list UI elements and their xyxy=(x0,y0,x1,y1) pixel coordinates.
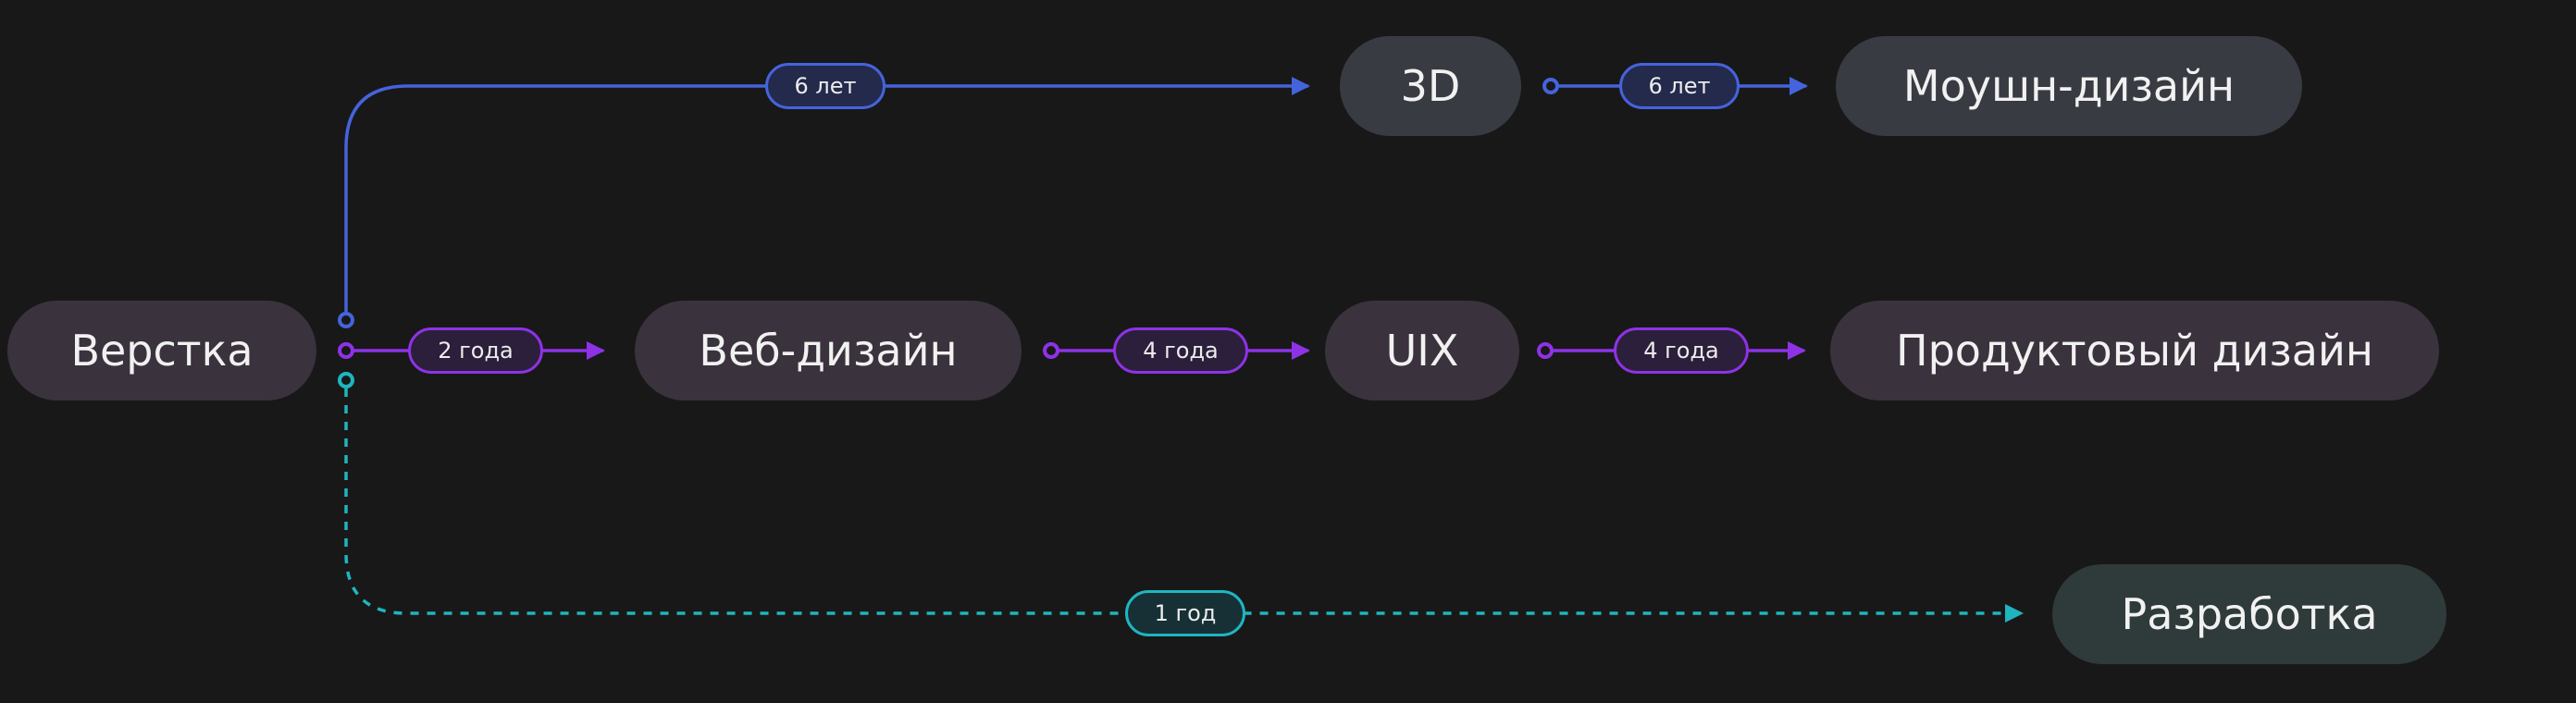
duration-pill-verstka-to-3d: 6 лет xyxy=(765,63,886,109)
duration-pill-verstka-to-web: 2 года xyxy=(408,327,543,374)
edge-start-dot-3d xyxy=(1542,78,1559,94)
node-product-design: Продуктовый дизайн xyxy=(1830,301,2439,401)
edge-start-dot-web xyxy=(1043,342,1059,359)
edge-start-dot-uix xyxy=(1537,342,1554,359)
node-3d: 3D xyxy=(1340,36,1521,136)
edge-verstka-to-3d xyxy=(344,77,1310,312)
duration-pill-uix-to-product: 4 года xyxy=(1614,327,1749,374)
duration-pill-web-to-uix: 4 года xyxy=(1113,327,1248,374)
duration-pill-3d-to-motion: 6 лет xyxy=(1619,63,1740,109)
edge-start-dot-blue xyxy=(338,312,354,328)
edge-start-dot-teal xyxy=(338,372,354,388)
node-verstka: Верстка xyxy=(7,301,316,401)
node-motion-design: Моушн-дизайн xyxy=(1836,36,2302,136)
edge-verstka-to-dev xyxy=(344,388,2024,623)
duration-pill-verstka-to-dev: 1 год xyxy=(1125,590,1245,636)
node-development: Разработка xyxy=(2052,564,2446,664)
edge-start-dot-purple xyxy=(338,342,354,359)
node-web-design: Веб-дизайн xyxy=(635,301,1022,401)
node-uix: UIX xyxy=(1325,301,1519,401)
